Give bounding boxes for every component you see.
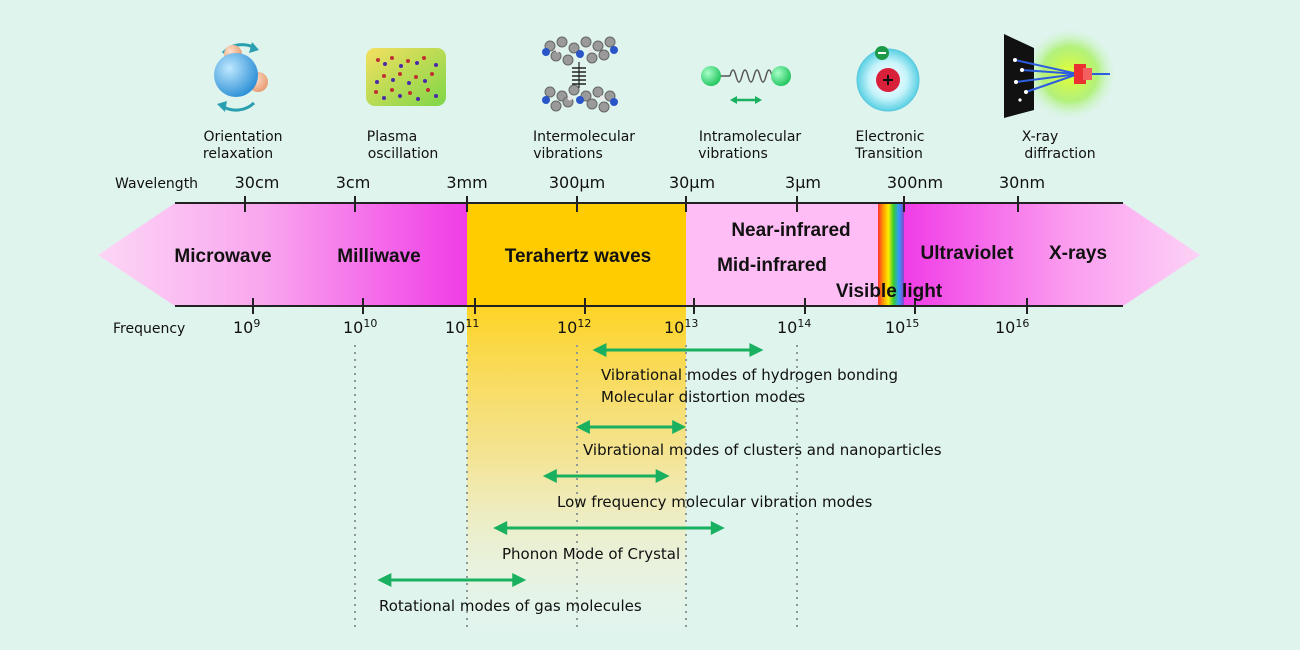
band-label-milliwave: Milliwave	[337, 246, 420, 267]
wavelength-tick-label: 30μm	[669, 173, 715, 192]
intramolecular-vibrations-icon	[701, 66, 791, 104]
band-label-near-infrared: Near-infrared	[731, 220, 850, 241]
orientation-relaxation-icon	[214, 42, 268, 112]
wavelength-tick-label: 30cm	[235, 173, 280, 192]
x-ray-diffraction-icon	[1004, 28, 1116, 120]
band-label-x-rays: X-rays	[1049, 243, 1107, 264]
frequency-tick-label: 1011	[445, 317, 479, 337]
mode-arrow-head-right	[710, 521, 725, 535]
icon-caption: Intramolecular	[699, 129, 802, 145]
icon-caption: Orientation	[203, 129, 282, 145]
frequency-tick-label: 109	[233, 317, 260, 337]
band-terahertz	[467, 203, 686, 306]
band-label-visible-light: Visible light	[836, 281, 943, 302]
band-infrared	[686, 203, 878, 306]
mode-arrow-head-right	[672, 420, 687, 434]
wavelength-tick-label: 300nm	[887, 173, 943, 192]
mode-label-molecular-distortion: Molecular distortion modes	[601, 388, 805, 406]
mode-arrow-head-left	[493, 521, 508, 535]
icon-caption: X-ray	[1022, 129, 1059, 145]
frequency-exponent: 10	[363, 317, 377, 330]
wavelength-tick-label: 3mm	[446, 173, 487, 192]
mode-arrow-head-left	[575, 420, 590, 434]
frequency-exponent: 9	[253, 317, 260, 330]
frequency-exponent: 11	[465, 317, 479, 330]
band-label-ultraviolet: Ultraviolet	[921, 243, 1015, 264]
mode-arrow-head-right	[749, 343, 764, 357]
spectrum-band	[98, 202, 1200, 307]
mode-label-hydrogen-bonding: Vibrational modes of hydrogen bonding	[601, 366, 898, 384]
intermolecular-vibrations-icon	[542, 36, 618, 113]
band-label-microwave: Microwave	[174, 246, 271, 267]
mode-label-rotational-gas: Rotational modes of gas molecules	[379, 597, 642, 615]
band-label-mid-infrared: Mid-infrared	[717, 255, 827, 276]
icon-caption: relaxation	[203, 146, 273, 162]
icon-caption: Plasma	[367, 129, 417, 145]
frequency-tick-label: 1013	[664, 317, 698, 337]
wavelength-axis-label: Wavelength	[115, 176, 198, 192]
band-visible-rainbow	[878, 203, 904, 306]
wavelength-tick-label: 3μm	[785, 173, 821, 192]
band-left-segment	[98, 203, 467, 306]
icon-caption: Transition	[854, 146, 923, 162]
icon-caption: oscillation	[368, 146, 439, 162]
mode-arrow-head-right	[655, 469, 670, 483]
frequency-exponent: 16	[1015, 317, 1029, 330]
frequency-tick-label: 1010	[343, 317, 377, 337]
icon-caption: Intermolecular	[533, 129, 635, 145]
icon-caption: vibrations	[698, 146, 768, 162]
mode-arrow-head-left	[377, 573, 392, 587]
wavelength-tick-label: 30nm	[999, 173, 1045, 192]
frequency-tick-label: 1012	[557, 317, 591, 337]
frequency-tick-label: 1016	[995, 317, 1029, 337]
plasma-oscillation-icon	[366, 48, 446, 106]
icon-caption: diffraction	[1024, 146, 1095, 162]
frequency-exponent: 14	[797, 317, 811, 330]
band-label-terahertz: Terahertz waves	[505, 246, 651, 267]
mode-label-phonon-crystal: Phonon Mode of Crystal	[502, 545, 680, 563]
wavelength-tick-label: 300μm	[549, 173, 605, 192]
mode-arrow-head-left	[592, 343, 607, 357]
mode-arrow-head-right	[512, 573, 527, 587]
wavelength-tick-label: 3cm	[336, 173, 371, 192]
mode-arrow-head-left	[542, 469, 557, 483]
frequency-exponent: 12	[577, 317, 591, 330]
icon-caption: vibrations	[533, 146, 603, 162]
frequency-exponent: 15	[905, 317, 919, 330]
frequency-tick-label: 1015	[885, 317, 919, 337]
mode-label-low-frequency-molecular: Low frequency molecular vibration modes	[557, 493, 873, 511]
mode-label-clusters-nanoparticles: Vibrational modes of clusters and nanopa…	[583, 441, 942, 459]
frequency-axis-label: Frequency	[113, 321, 185, 337]
icon-caption: Electronic	[855, 129, 924, 145]
frequency-tick-label: 1014	[777, 317, 811, 337]
mode-arrows	[377, 343, 764, 587]
electronic-transition-icon	[856, 46, 920, 112]
frequency-exponent: 13	[684, 317, 698, 330]
band-right-segment	[904, 203, 1200, 306]
